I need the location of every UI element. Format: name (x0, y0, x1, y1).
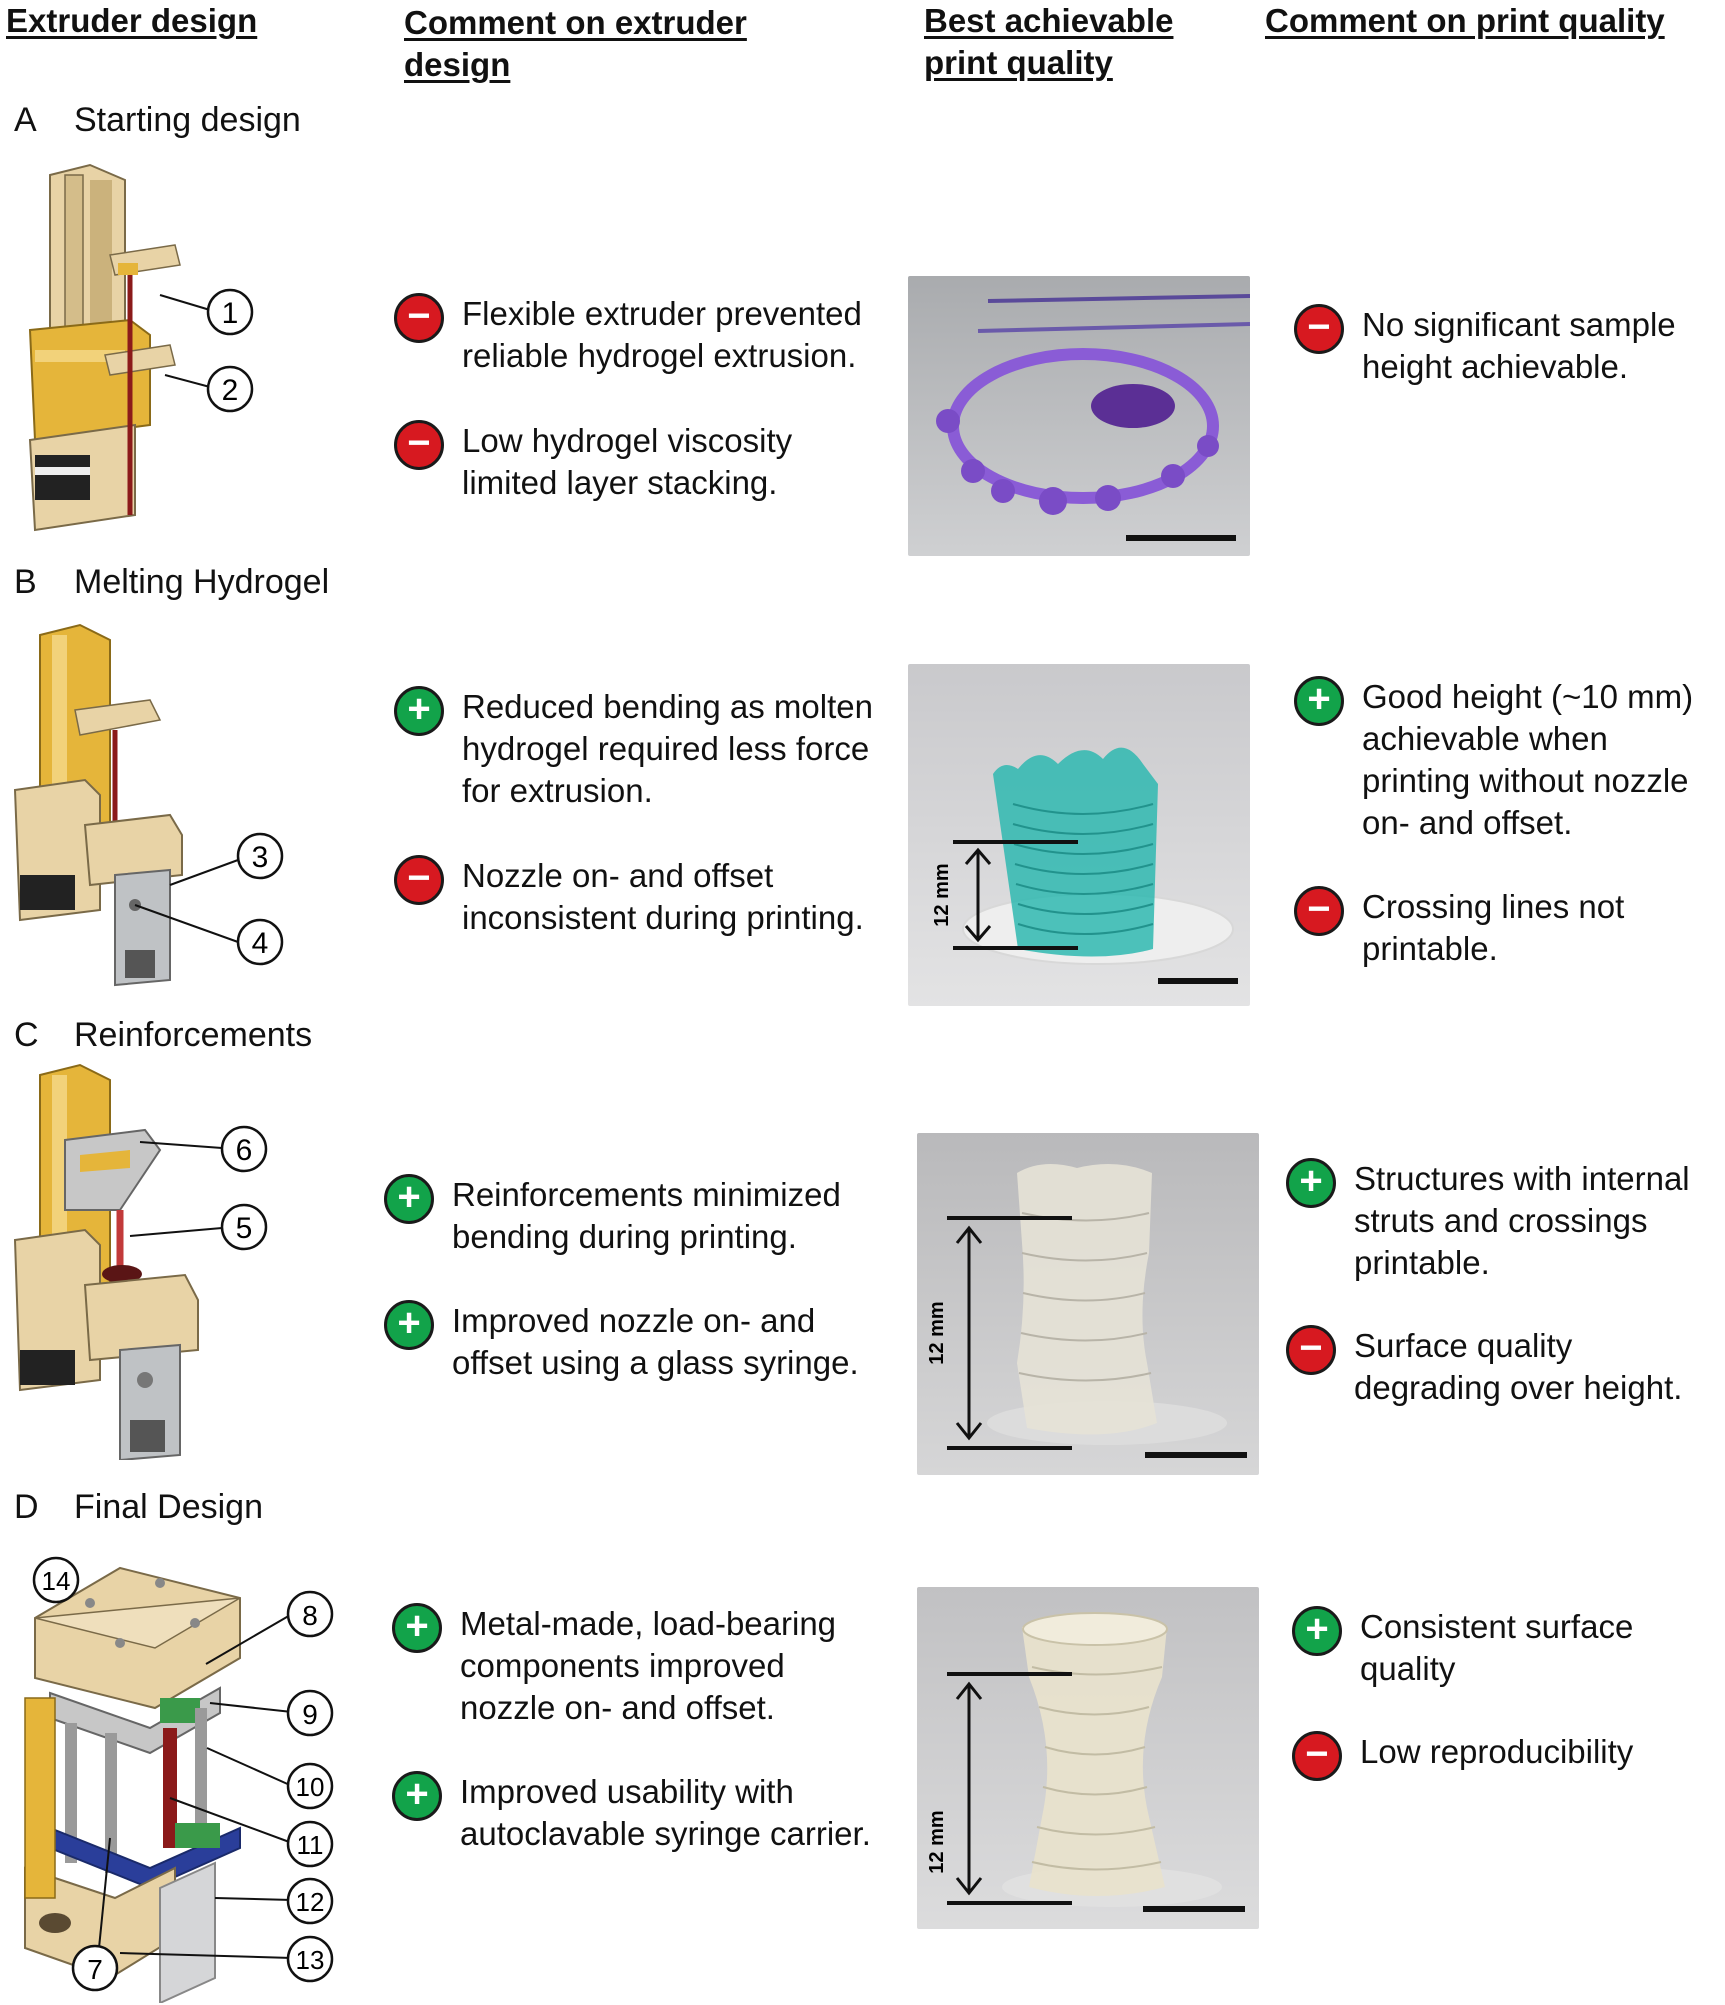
plus-icon: + (1292, 1606, 1342, 1656)
row-b-print-comment-2: − Crossing lines not printable. (1294, 886, 1624, 970)
header-comment-print: Comment on print quality (1265, 2, 1665, 39)
row-a-extruder-comment-1: − Flexible extruder prevented reliable h… (394, 293, 862, 377)
row-d-extruder-model: 14 8 9 10 11 12 13 7 (24, 1556, 334, 2003)
row-c-print-photo: 12 mm (917, 1133, 1259, 1475)
callout-3 (236, 832, 284, 880)
row-b-print-photo: 12 mm (908, 664, 1250, 1006)
row-d-extruder-comment-2: + Improved usability with autoclavable s… (392, 1771, 871, 1855)
callout-5 (220, 1203, 268, 1251)
row-c-letter: C (14, 1016, 39, 1054)
header-extruder-design: Extruder design (6, 2, 258, 39)
plus-icon: + (394, 686, 444, 736)
callout-13-label: 13 (296, 1945, 325, 1975)
row-a-extruder-model: 1 2 (28, 163, 254, 532)
plus-icon: + (384, 1174, 434, 1224)
callout-2 (206, 365, 254, 413)
row-b-title: Melting Hydrogel (74, 563, 330, 601)
callout-8-label: 8 (302, 1600, 318, 1631)
row-d-print-comment-1: + Consistent surface quality (1292, 1606, 1633, 1690)
minus-icon: − (394, 420, 444, 470)
callout-1-label: 1 (222, 297, 239, 330)
row-c-title: Reinforcements (74, 1016, 313, 1054)
callout-14-label: 14 (42, 1566, 71, 1596)
callout-3-label: 3 (252, 841, 269, 874)
row-b-scale-label: 12 mm (931, 863, 953, 926)
callout-11 (286, 1820, 334, 1868)
row-b-extruder-comment-2: − Nozzle on- and offset inconsistent dur… (394, 855, 864, 939)
row-b-letter: B (14, 563, 37, 601)
row-c-scale-label: 12 mm (926, 1301, 948, 1364)
row-c-print-comment-2: − Surface quality degrading over height. (1286, 1325, 1682, 1409)
row-c-extruder-comment-2: + Improved nozzle on- and offset using a… (384, 1300, 859, 1384)
row-a-print-comment-1: − No significant sample height achievabl… (1294, 304, 1676, 388)
row-b-extruder-comment-1: + Reduced bending as molten hydrogel req… (394, 686, 873, 812)
callout-6-label: 6 (236, 1134, 253, 1167)
row-a-extruder-comment-2: − Low hydrogel viscosity limited layer s… (394, 420, 792, 504)
row-b-print-comment-1: + Good height (~10 mm) achievable when p… (1294, 676, 1693, 844)
row-b-extruder-model: 3 4 (13, 623, 284, 987)
plus-icon: + (384, 1300, 434, 1350)
plus-icon: + (392, 1603, 442, 1653)
callout-5-label: 5 (236, 1212, 253, 1245)
row-c-extruder-comment-1: + Reinforcements minimized bending durin… (384, 1174, 841, 1258)
plus-icon: + (392, 1771, 442, 1821)
callout-14 (32, 1556, 80, 1604)
callout-9-label: 9 (302, 1699, 318, 1730)
row-b-label: B Melting Hydrogel (14, 562, 329, 602)
row-a-letter: A (14, 101, 37, 139)
row-d-title: Final Design (74, 1488, 263, 1526)
callout-11-label: 11 (297, 1830, 324, 1860)
minus-icon: − (1292, 1731, 1342, 1781)
callout-10 (286, 1762, 334, 1810)
minus-icon: − (1294, 304, 1344, 354)
callout-4-label: 4 (252, 927, 269, 960)
minus-icon: − (1294, 886, 1344, 936)
row-a-title: Starting design (74, 101, 301, 139)
plus-icon: + (1294, 676, 1344, 726)
row-a-print-photo (908, 276, 1250, 556)
callout-13 (286, 1935, 334, 1983)
minus-icon: − (394, 855, 444, 905)
row-d-print-comment-2: − Low reproducibility (1292, 1731, 1633, 1781)
callout-6 (220, 1125, 268, 1173)
header-best-print: Best achievable print quality (924, 2, 1174, 81)
callout-10-label: 10 (296, 1772, 325, 1802)
row-d-print-photo: 12 mm (917, 1587, 1259, 1929)
callout-1 (206, 288, 254, 336)
callout-12 (286, 1877, 334, 1925)
minus-icon: − (1286, 1325, 1336, 1375)
row-c-print-comment-1: + Structures with internal struts and cr… (1286, 1158, 1690, 1284)
callout-7-label: 7 (87, 1954, 103, 1985)
minus-icon: − (394, 293, 444, 343)
callout-9 (286, 1689, 334, 1737)
plus-icon: + (1286, 1158, 1336, 1208)
row-a-label: A Starting design (14, 100, 301, 140)
header-comment-extruder: Comment on extruder design (404, 4, 747, 83)
row-d-label: D Final Design (14, 1487, 263, 1527)
row-d-scale-label: 12 mm (926, 1810, 948, 1873)
callout-7 (71, 1944, 119, 1992)
callout-4 (236, 918, 284, 966)
callout-12-label: 12 (296, 1887, 325, 1917)
callout-2-label: 2 (222, 374, 239, 407)
callout-8 (286, 1590, 334, 1638)
row-d-extruder-comment-1: + Metal-made, load-bearing components im… (392, 1603, 836, 1729)
row-d-letter: D (14, 1488, 39, 1526)
row-c-extruder-model: 6 5 (13, 1063, 268, 1460)
row-c-label: C Reinforcements (14, 1015, 312, 1055)
